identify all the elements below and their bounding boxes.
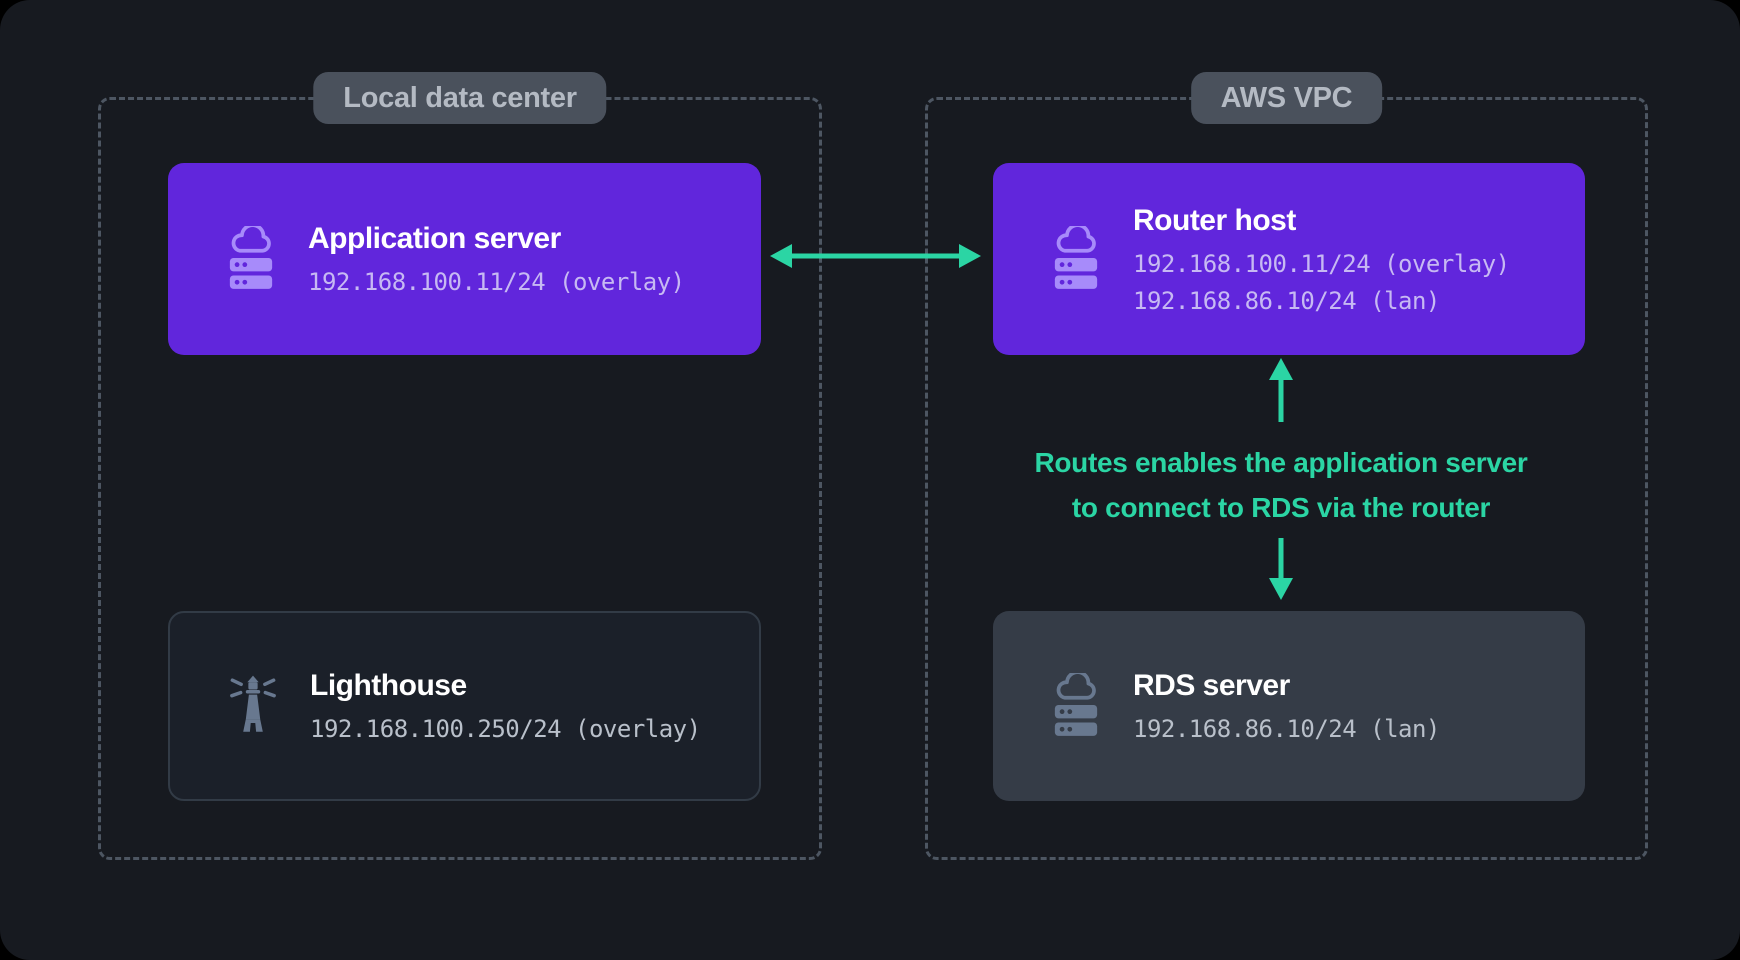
route-arrow-up: [1267, 358, 1295, 422]
route-annotation-line2: to connect to RDS via the router: [1071, 492, 1491, 523]
group-label-aws-vpc: AWS VPC: [1190, 72, 1383, 124]
node-application-server: Application server 192.168.100.11/24 (ov…: [168, 163, 761, 355]
lighthouse-icon: [228, 673, 280, 739]
node-ip-address: 192.168.100.11/24 (overlay): [308, 268, 685, 296]
node-title: Router host: [1133, 203, 1296, 237]
overlay-link-arrow: [770, 242, 981, 270]
cloud-server-icon: [1051, 226, 1103, 292]
node-ip-address: 192.168.86.10/24 (lan): [1133, 286, 1440, 315]
cloud-server-icon: [1051, 673, 1103, 739]
node-title: Application server: [308, 222, 561, 255]
node-ip-address: 192.168.86.10/24 (lan): [1133, 715, 1440, 743]
node-ip-address: 192.168.100.11/24 (overlay): [1133, 249, 1510, 278]
group-aws-vpc: AWS VPC Router host 192.168.100.: [925, 72, 1648, 860]
node-title: RDS server: [1133, 669, 1290, 702]
node-ip-address: 192.168.100.250/24 (overlay): [310, 715, 701, 743]
group-label-local-data-center: Local data center: [313, 72, 607, 124]
node-title: Lighthouse: [310, 669, 467, 702]
route-arrow-down: [1267, 538, 1295, 600]
node-lighthouse: Lighthouse 192.168.100.250/24 (overlay): [168, 611, 761, 801]
node-rds-server: RDS server 192.168.86.10/24 (lan): [993, 611, 1585, 801]
route-annotation: Routes enables the application server to…: [945, 440, 1617, 530]
route-annotation-line1: Routes enables the application server: [1034, 447, 1528, 478]
group-local-data-center: Local data center Application server: [98, 72, 822, 860]
cloud-server-icon: [226, 226, 278, 292]
node-router-host: Router host 192.168.100.11/24 (overlay) …: [993, 163, 1585, 355]
